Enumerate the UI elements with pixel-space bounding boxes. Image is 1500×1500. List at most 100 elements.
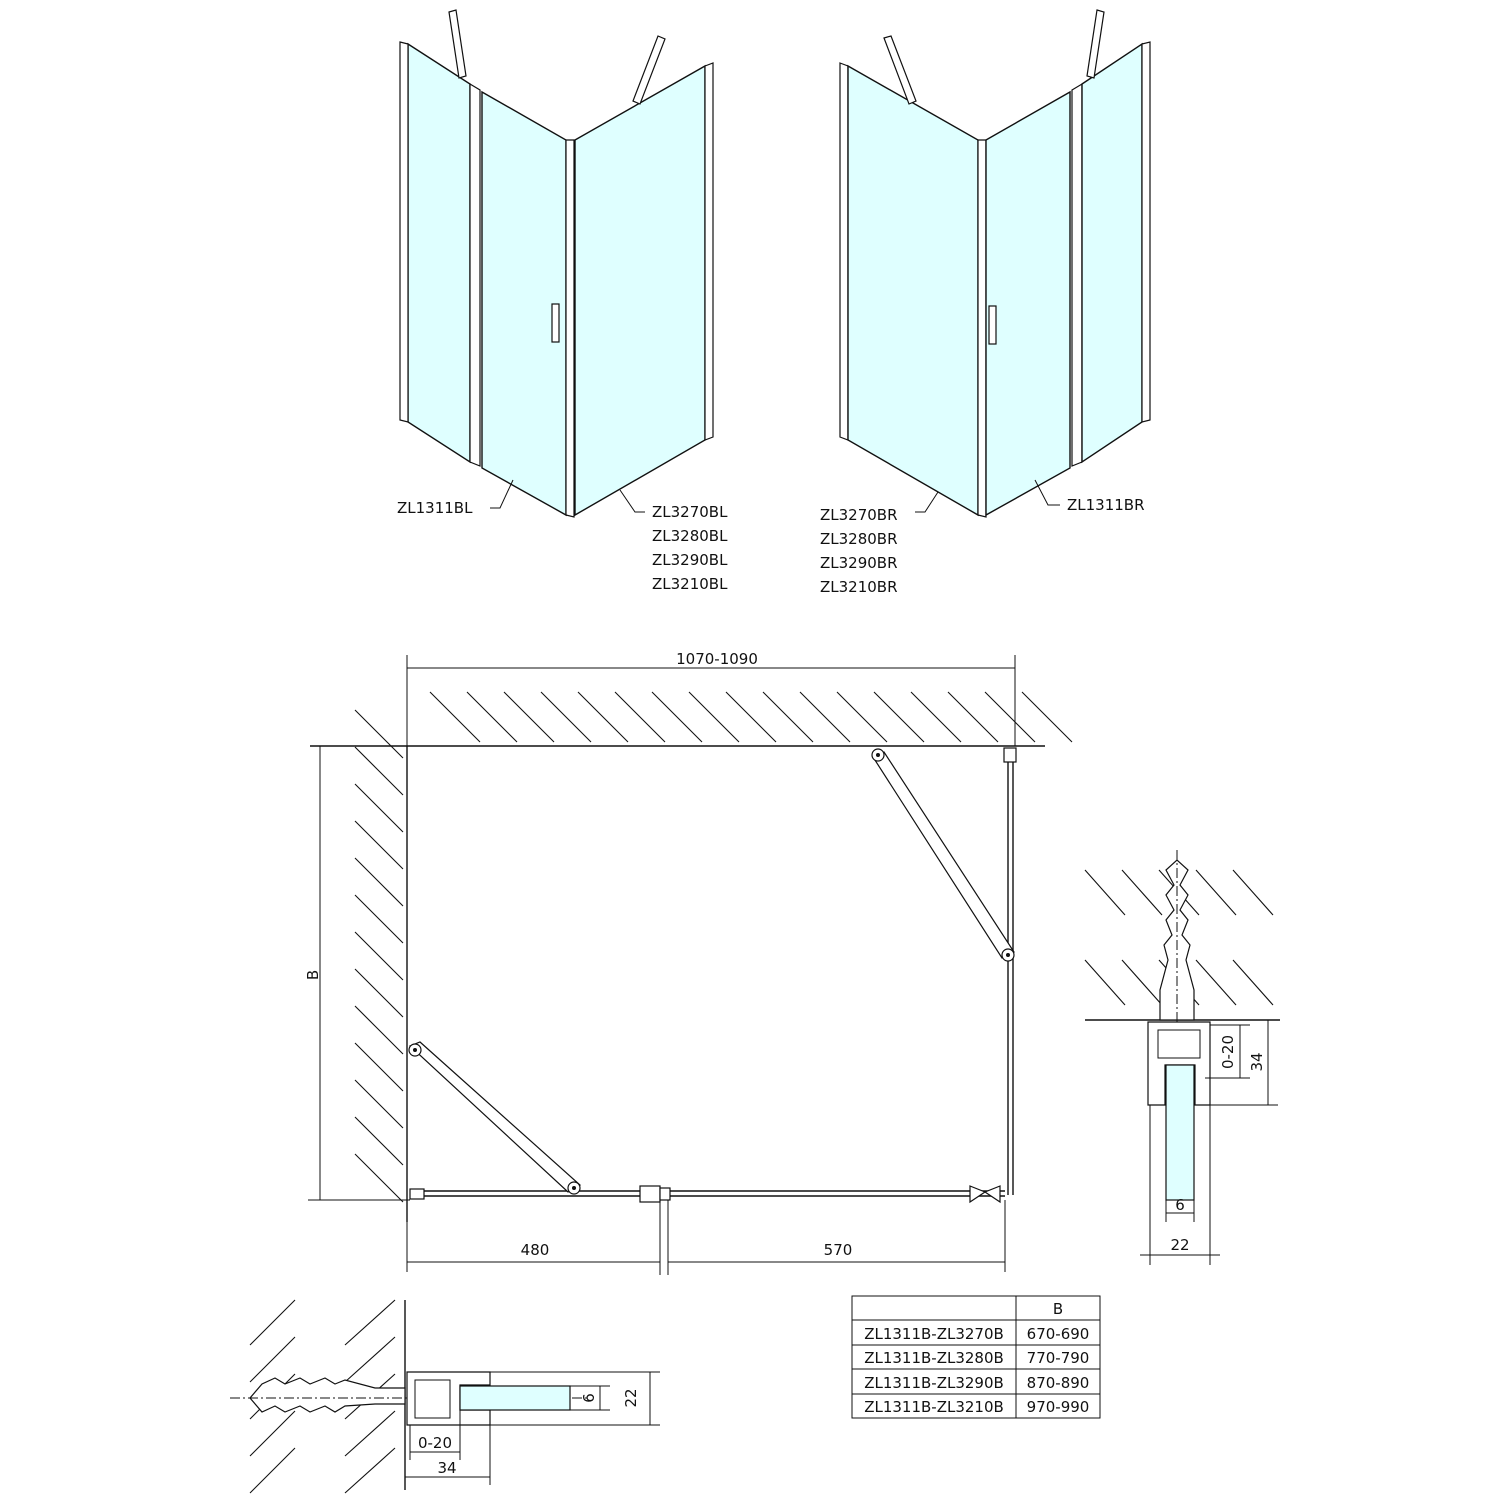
table-cell: 970-990 [1027, 1398, 1090, 1416]
hatch-line [354, 894, 404, 944]
table-cell: ZL1311B-ZL3280B [864, 1349, 1004, 1367]
panel-label: ZL3280BR [820, 530, 898, 548]
glass-section [1165, 1064, 1195, 1201]
hatch-line [249, 1447, 296, 1494]
panel-profile [399, 41, 409, 423]
adjust-dimension: 0-20 [418, 1434, 452, 1452]
panel-label: ZL3270BR [820, 506, 898, 524]
hatch-line [910, 691, 962, 743]
hatch-line [354, 931, 404, 981]
door-profile [1071, 82, 1083, 467]
hatch-line [249, 1410, 296, 1457]
wall-profile [839, 62, 849, 441]
hatch-line [344, 1336, 396, 1383]
door-width-dimension: 570 [824, 1241, 853, 1259]
wall-profile-detail-right: 0-20 34 6 22 [1084, 850, 1280, 1265]
hatch-line [354, 968, 404, 1018]
hatch-line [344, 1299, 396, 1346]
hatch-line [1084, 869, 1126, 916]
fixed-panel [1081, 42, 1143, 464]
depth-dimension: B [304, 970, 322, 980]
fixed-panel [407, 42, 471, 464]
hatch-line [799, 691, 851, 743]
stabilizer-arm [448, 9, 467, 79]
hatch-line [873, 691, 925, 743]
hatch-line [1195, 869, 1237, 916]
hatch-line [354, 1079, 404, 1129]
width-dimension: 22 [622, 1388, 640, 1407]
hatch-line [503, 691, 555, 743]
stabilizer-arm [632, 35, 666, 105]
stabilizer-arm [883, 35, 917, 105]
isometric-right-view: ZL1311BR ZL3270BR ZL3280BR ZL3290BR ZL32… [820, 9, 1151, 596]
size-table: B ZL1311B-ZL3270B 670-690 ZL1311B-ZL3280… [851, 1295, 1101, 1419]
plan-view: 1070-1090 B 480 570 [304, 650, 1073, 1275]
hatch-line [354, 1042, 404, 1092]
hatch-line [1195, 959, 1237, 1006]
wall-anchor [249, 1377, 406, 1413]
panel-label: ZL3210BL [652, 575, 728, 593]
hatch-line [651, 691, 703, 743]
hatch-line [344, 1410, 396, 1457]
side-panel [847, 64, 979, 517]
door-handle [988, 305, 997, 345]
panel-profile [1141, 41, 1151, 423]
glass-dimension: 6 [580, 1393, 598, 1403]
width-dimension: 22 [1170, 1236, 1189, 1254]
table-cell: 870-890 [1027, 1374, 1090, 1392]
wall-profile-detail-bottom: 6 22 0-20 34 [230, 1299, 660, 1494]
panel-label: ZL3290BR [820, 554, 898, 572]
stabilizer-arm-plan [872, 751, 1015, 959]
hatch-line [354, 709, 404, 759]
hatch-line [688, 691, 740, 743]
hatch-line [354, 746, 404, 796]
hatch-line [947, 691, 999, 743]
hatch-line [1121, 869, 1163, 916]
profile [1147, 1021, 1211, 1106]
stabilizer-arm-plan [408, 1041, 582, 1193]
panel-label: ZL3280BL [652, 527, 728, 545]
hatch-line [354, 1153, 404, 1203]
corner-profile [565, 139, 575, 518]
stabilizer-arm [1086, 9, 1105, 79]
hatch-line [577, 691, 629, 743]
hatch-line [249, 1299, 296, 1346]
table-cell: 770-790 [1027, 1349, 1090, 1367]
table-header: B [1053, 1300, 1063, 1318]
hatch-line [354, 820, 404, 870]
hatch-line [249, 1336, 296, 1383]
hatch-line [354, 783, 404, 833]
door-panel [985, 90, 1071, 517]
corner-profile [977, 139, 987, 518]
side-panel [574, 64, 706, 517]
hatch-line [614, 691, 666, 743]
door-label: ZL1311BL [397, 499, 473, 517]
table-cell: ZL1311B-ZL3210B [864, 1398, 1004, 1416]
panel-label: ZL3270BL [652, 503, 728, 521]
hatch-line [836, 691, 888, 743]
hatch-line [466, 691, 518, 743]
door-handle [551, 303, 560, 343]
panel-label: ZL3210BR [820, 578, 898, 596]
hatch-line [1021, 691, 1073, 743]
profile-dimension: 34 [437, 1459, 456, 1477]
hatch-line [429, 691, 481, 743]
door-label: ZL1311BR [1067, 496, 1145, 514]
width-dimension: 1070-1090 [676, 650, 758, 668]
profile-dimension: 34 [1248, 1052, 1266, 1071]
hatch-line [540, 691, 592, 743]
wall-hatch-top [429, 691, 1073, 743]
table-cell: ZL1311B-ZL3290B [864, 1374, 1004, 1392]
hatch-line [344, 1447, 396, 1494]
glass-section [459, 1385, 571, 1411]
hatch-line [984, 691, 1036, 743]
fixed-width-dimension: 480 [521, 1241, 550, 1259]
wall-hatch-left [354, 709, 404, 1203]
hatch-line [1121, 959, 1163, 1006]
hatch-line [354, 1116, 404, 1166]
hatch-line [354, 1005, 404, 1055]
door-hinge [639, 1185, 661, 1203]
hatch-line [725, 691, 777, 743]
wall-profile [704, 62, 714, 441]
